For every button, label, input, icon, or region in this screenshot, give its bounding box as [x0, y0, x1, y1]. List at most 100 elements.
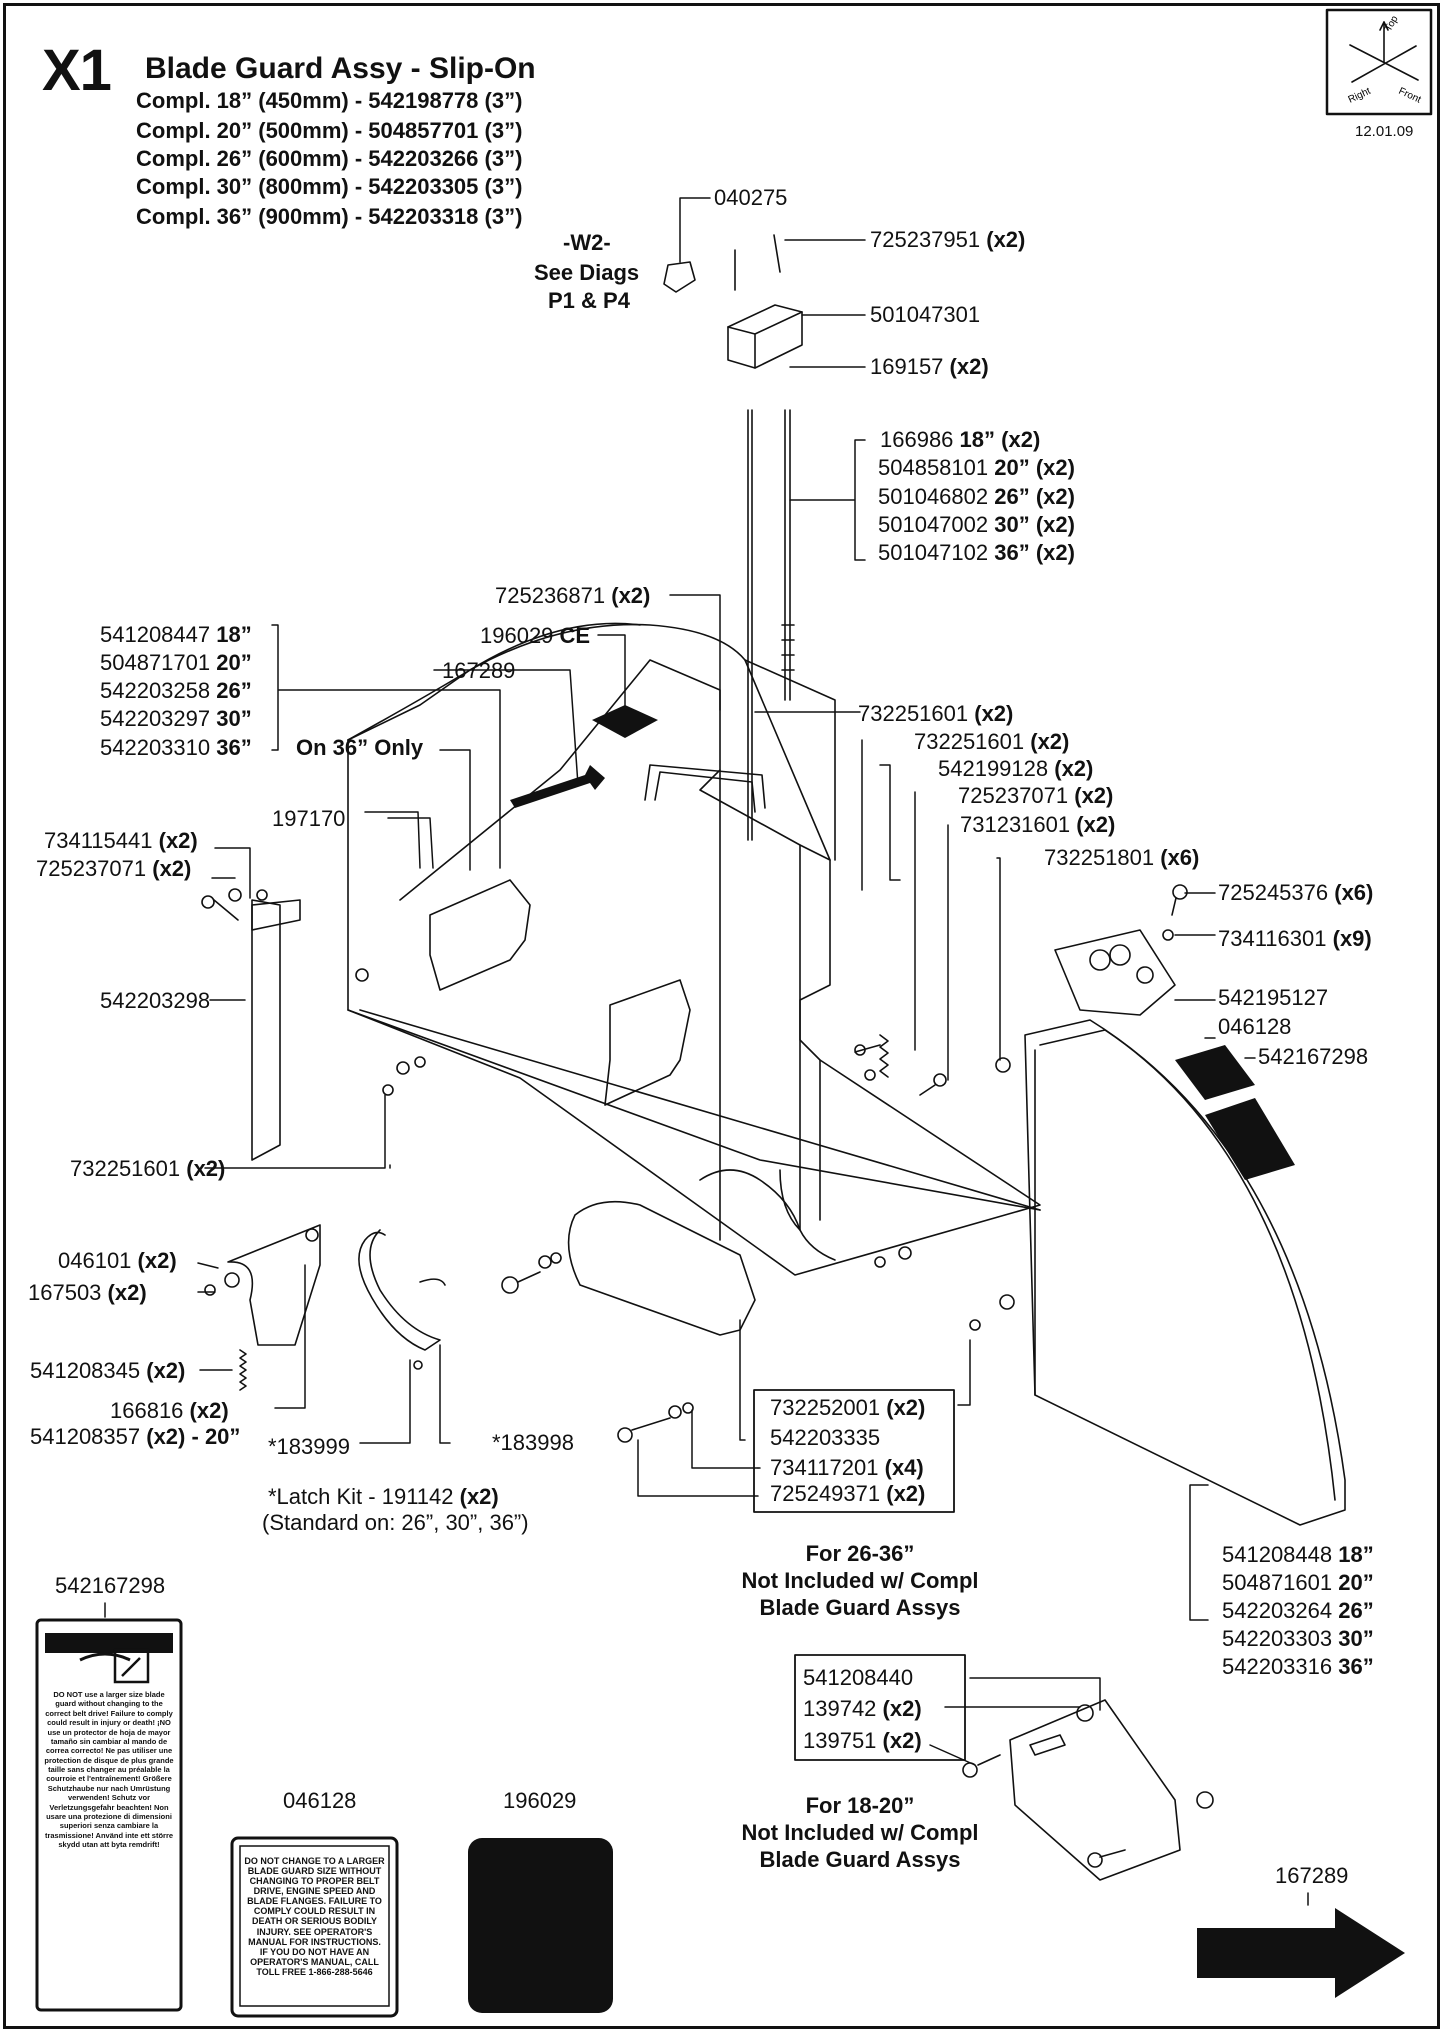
callout-rod-20: 504858101 20” (x2) [878, 455, 1075, 480]
top-block [727, 304, 803, 369]
note-18-20-line: Not Included w/ Compl [741, 1820, 979, 1845]
orientation-front: Front [1397, 86, 1423, 106]
box2-row: 541208440 [803, 1665, 914, 1690]
decal-542167298 [35, 1618, 183, 2012]
callout-196029-ce: 196029 CE [480, 623, 591, 648]
decal-label-046128: 046128 [283, 1788, 357, 1813]
page-title: Blade Guard Assy - Slip-On [145, 52, 536, 85]
leader-lines [104, 197, 1309, 1906]
right-blade-guard-shell [1024, 1019, 1346, 1526]
left-blade-guard-shell [347, 622, 1041, 1276]
decal-label-542167298: 542167298 [55, 1573, 166, 1598]
callout-w2-see: See Diags [534, 260, 640, 285]
subtitle-line: Compl. 18” (450mm) - 542198778 (3”) [136, 88, 523, 113]
latch-kit-standard: (Standard on: 26”, 30”, 36”) [262, 1510, 529, 1535]
box-18-20 [794, 1654, 966, 1761]
revision-date: 12.01.09 [1355, 123, 1414, 140]
callout-167503: 167503 (x2) [28, 1280, 147, 1305]
callout-rod-36: 501047102 36” (x2) [878, 540, 1075, 565]
callout-542199128: 542199128 (x2) [938, 756, 1094, 781]
latch-wire [358, 1229, 441, 1351]
callout-046128: 046128 [1218, 1014, 1292, 1039]
orientation-indicator [1325, 8, 1433, 116]
warning-decal-band [45, 1633, 173, 1653]
fasteners [201, 884, 1214, 1868]
callout-on-36-only: On 36” Only [296, 735, 424, 760]
decal-196029 [468, 1838, 613, 2013]
box2-row: 139742 (x2) [803, 1696, 922, 1721]
subtitle-line: Compl. 36” (900mm) - 542203318 (3”) [136, 204, 523, 229]
latch-bracket [227, 1224, 321, 1346]
note-18-20-line: For 18-20” [805, 1793, 915, 1818]
callout-183999: *183999 [268, 1434, 350, 1459]
callout-183998: *183998 [492, 1430, 574, 1455]
box-26-36 [753, 1389, 955, 1513]
ce-decal-diamond [592, 705, 658, 738]
callout-734116301: 734116301 (x9) [1218, 926, 1372, 951]
decal-542167298-text: DO NOT use a larger size blade guard wit… [44, 1690, 174, 1849]
callout-046101: 046101 (x2) [58, 1248, 177, 1273]
callout-guard-left-36: 542203310 36” [100, 735, 252, 760]
decal-046128-on-guard [1175, 1045, 1255, 1100]
vent-plate-middle [604, 979, 691, 1106]
note-26-36-line: For 26-36” [805, 1541, 915, 1566]
note-18-20-line: Blade Guard Assys [759, 1847, 961, 1872]
box1-row: 734117201 (x4) [770, 1455, 924, 1480]
callout-169157: 169157 (x2) [870, 354, 989, 379]
vent-plate-upper [429, 879, 531, 991]
box1-row: 725249371 (x2) [770, 1481, 926, 1506]
callout-197170: 197170 [272, 806, 346, 831]
box1-row: 732252001 (x2) [770, 1395, 926, 1420]
decal-label-167289: 167289 [1275, 1863, 1349, 1888]
callout-040275: 040275 [714, 185, 788, 210]
spring-541208345 [239, 1349, 247, 1391]
callout-725236871: 725236871 (x2) [495, 583, 651, 608]
callout-732251601-b: 732251601 (x2) [914, 729, 1070, 754]
callout-guard-right-26: 542203264 26” [1222, 1598, 1374, 1623]
side-plate-542203298 [251, 899, 281, 1161]
subtitle-line: Compl. 26” (600mm) - 542203266 (3”) [136, 146, 523, 171]
callout-guard-left-20: 504871701 20” [100, 650, 252, 675]
callout-725245376: 725245376 (x6) [1218, 880, 1374, 905]
callout-725237071-b: 725237071 (x2) [36, 856, 192, 881]
callout-541208345: 541208345 (x2) [30, 1358, 186, 1383]
callout-w2-diags: P1 & P4 [548, 288, 630, 313]
box2-row: 139751 (x2) [803, 1728, 922, 1753]
hinge-542195127 [1054, 929, 1176, 1016]
orientation-right: Right [1347, 86, 1373, 106]
callout-rod-30: 501047002 30” (x2) [878, 512, 1075, 537]
plate-542203335 [567, 1200, 756, 1336]
diagram-id: X1 [42, 38, 112, 103]
callout-guard-right-36: 542203316 36” [1222, 1654, 1374, 1679]
adapter-plate-541208440 [1009, 1699, 1181, 1881]
callout-guard-left-30: 542203297 30” [100, 706, 252, 731]
orientation-top: Top [1383, 14, 1401, 34]
arrow-167289-on-guard [510, 765, 605, 808]
callout-725237071-a: 725237071 (x2) [958, 783, 1114, 808]
decal-542167298-on-guard [1205, 1098, 1295, 1180]
page-border [3, 3, 1440, 2029]
w2-fitting [663, 261, 696, 293]
callout-734115441: 734115441 (x2) [44, 828, 198, 853]
callout-542203298: 542203298 [100, 988, 211, 1013]
support-rods [747, 409, 795, 841]
subtitle-line: Compl. 30” (800mm) - 542203305 (3”) [136, 174, 523, 199]
decal-046128 [230, 1836, 399, 2018]
decal-046128-text: DO NOT CHANGE TO A LARGER BLADE GUARD SI… [244, 1856, 385, 1977]
arrow-167289-decal [1197, 1908, 1405, 1998]
latch-kit-note: *Latch Kit - 191142 (x2) [268, 1484, 499, 1509]
callout-guard-left-18: 541208447 18” [100, 622, 252, 647]
callout-guard-right-18: 541208448 18” [1222, 1542, 1374, 1567]
callout-guard-left-26: 542203258 26” [100, 678, 252, 703]
callout-732251601-a: 732251601 (x2) [858, 701, 1014, 726]
callout-542167298: 542167298 [1258, 1044, 1369, 1069]
callout-rod-26: 501046802 26” (x2) [878, 484, 1075, 509]
callout-501047301: 501047301 [870, 302, 981, 327]
callout-167289: 167289 [442, 658, 516, 683]
callout-rod-18: 166986 18” (x2) [880, 427, 1041, 452]
box1-row: 542203335 [770, 1425, 881, 1450]
callout-725237951: 725237951 (x2) [870, 227, 1026, 252]
callout-guard-right-20: 504871601 20” [1222, 1570, 1374, 1595]
handle-bail [644, 764, 766, 809]
